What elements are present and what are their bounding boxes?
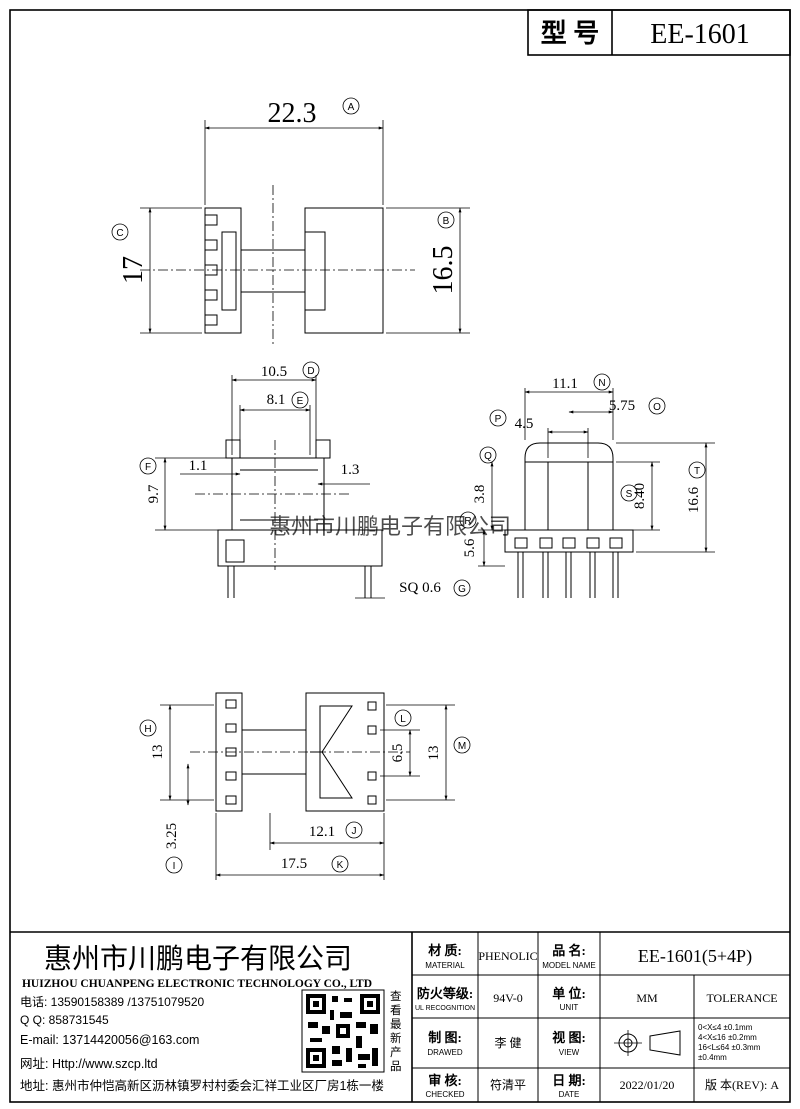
front-d5-dim: 1.3 [341,462,360,478]
side-d1-dim: 11.1 [552,376,578,392]
top-width-dim: 22.3 [268,98,317,129]
side-d3-dim: 5.75 [609,398,635,414]
ul-value: 94V-0 [493,991,523,1005]
side-d5-ref: S [626,489,633,500]
tolerance-row-1: 0<X≤4 ±0.1mm [698,1023,753,1032]
date-label: 日 期: [552,1073,586,1088]
company-qq: Q Q: 858731545 [20,1013,109,1027]
side-d6-ref: T [694,466,700,477]
projection-symbol-icon [614,1030,681,1056]
side-d2-dim: 4.5 [515,416,534,432]
unit-value: MM [636,991,658,1005]
side-d1-ref: N [598,378,605,389]
sheet-border [9,9,791,1103]
front-d3-dim: 9.7 [146,484,162,503]
model-name-label-en: MODEL NAME [542,961,596,970]
side-d2-ref: P [495,414,502,425]
unit-label: 单 位: [552,986,586,1001]
bottom-d3-dim: 13 [426,746,442,761]
side-d7-dim: 5.6 [462,538,478,557]
bottom-d1-dim: 13 [150,745,166,760]
watermark: 惠州市川鹏电子有限公司 [269,514,511,539]
model-value: EE-1601 [650,19,750,50]
model-label: 型 号 [541,19,600,48]
side-view: 11.1 N 4.5 P 5.75 O 3.8 Q 5.6 R 8.40 S [459,373,715,598]
side-d3-ref: O [653,402,661,413]
tolerance-label: TOLERANCE [706,991,777,1005]
front-d2-ref: E [297,396,304,407]
date-label-en: DATE [559,1090,580,1099]
top-height-left-ref: C [116,228,123,239]
drawn-label-en: DRAWED [427,1048,462,1057]
check-label-en: CHECKED [425,1090,464,1099]
material-value: PHENOLIC [478,949,537,963]
side-d7-ref: R [464,516,471,527]
front-pin-dim: SQ 0.6 [399,580,441,596]
drawn-label: 制 图: [428,1030,462,1045]
date-value: 2022/01/20 [620,1078,675,1092]
side-d4-dim: 3.8 [472,485,488,504]
company-email: E-mail: 13714420056@163.com [20,1033,199,1047]
bottom-view: 13 H 3.25 I 6.5 L 13 M 12.1 J 17.5 K [139,692,471,880]
company-name-cn: 惠州市川鹏电子有限公司 [44,943,352,975]
front-d1-dim: 10.5 [261,364,287,380]
material-label-en: MATERIAL [425,961,465,970]
check-value: 符清平 [490,1077,526,1092]
front-d2-dim: 8.1 [267,392,286,408]
bottom-d6-ref: I [173,861,176,872]
side-d4-ref: Q [484,451,492,462]
top-height-right-dim: 16.5 [428,246,459,295]
front-view: 10.5 D 8.1 E 9.7 F 1.1 1.3 SQ 0.6 G [139,361,471,599]
bottom-d5-ref: K [337,860,344,871]
company-address: 地址: 惠州市仲恺高新区沥林镇罗村村委会汇祥工业区厂房1栋一楼 [20,1078,384,1093]
ul-label: 防火等级: [417,986,473,1001]
company-name-en: HUIZHOU CHUANPENG ELECTRONIC TECHNOLOGY … [22,978,372,990]
drawn-value: 李 健 [494,1035,521,1050]
bottom-d2-ref: L [400,714,406,725]
tolerance-row-2: 4<X≤16 ±0.2mm [698,1033,757,1042]
bottom-d4-dim: 12.1 [309,824,335,840]
title-block: 惠州市川鹏电子有限公司 HUIZHOU CHUANPENG ELECTRONIC… [10,931,790,1102]
top-width-ref: A [348,102,355,113]
top-height-right-ref: B [443,216,450,227]
company-web: 网址: Http://www.szcp.ltd [20,1057,158,1071]
tolerance-row-3: 16<L≤64 ±0.3mm [698,1043,761,1052]
side-d6-dim: 16.6 [686,486,702,513]
qr-caption-text: 查 [390,989,402,1003]
bottom-d3-ref: M [458,741,466,752]
qr-code [301,989,385,1073]
front-pin-ref: G [458,584,466,595]
bottom-d5-dim: 17.5 [281,856,307,872]
bottom-d6-dim: 3.25 [164,823,180,849]
qr-caption: 查 看最新产品 [390,989,405,1073]
tolerance-row-4: ±0.4mm [698,1053,727,1062]
bottom-d2-dim: 6.5 [390,744,406,763]
view-label-en: VIEW [559,1048,580,1057]
front-d4-dim: 1.1 [189,458,208,474]
ul-label-en: UL RECOGNITION [415,1005,475,1012]
model-name-value: EE-1601(5+4P) [638,946,752,967]
header-model-box: 型 号 EE-1601 [527,9,791,56]
unit-label-en: UNIT [560,1003,579,1012]
view-label: 视 图: [552,1030,586,1045]
company-phone: 电话: 13590158389 /13751079520 [20,995,204,1009]
top-view: 22.3 A 17 C 16.5 B [111,97,470,345]
bottom-d4-ref: J [352,826,357,837]
revision: 版 本(REV): A [705,1078,779,1092]
bottom-d1-ref: H [144,724,151,735]
top-height-left-dim: 17 [118,256,149,284]
model-name-label: 品 名: [552,943,586,958]
front-d3-ref: F [145,462,151,473]
material-label: 材 质: [428,943,462,958]
front-d1-ref: D [307,366,314,377]
check-label: 审 核: [428,1073,462,1088]
